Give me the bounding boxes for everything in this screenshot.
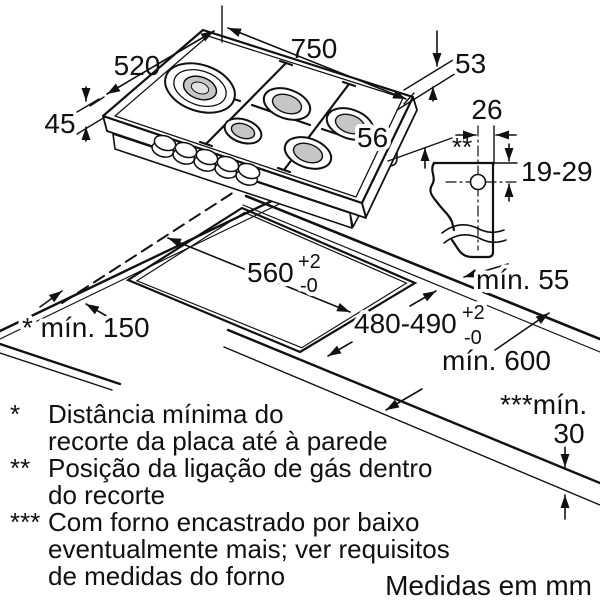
burner-front-middle bbox=[223, 117, 263, 145]
footnote-marker: ** bbox=[10, 453, 31, 483]
footnote-text: recorte da placa até à parede bbox=[48, 426, 388, 456]
footnote-text: Distância mínima do bbox=[48, 399, 284, 429]
footnote-marker bbox=[0, 563, 48, 590]
footnote-row: de medidas do forno bbox=[0, 563, 480, 590]
dim-line-600-lower bbox=[385, 388, 423, 411]
cutout-outline bbox=[125, 206, 418, 354]
worktop-back-edge bbox=[0, 184, 305, 333]
detail-break-line-2 bbox=[443, 234, 507, 244]
label-480-tol-minus: -0 bbox=[464, 327, 482, 349]
footnote-marker: *** bbox=[10, 507, 41, 537]
ext-line-56 bbox=[387, 137, 453, 162]
footnote-marker bbox=[0, 482, 48, 509]
label-560-tol-plus: +2 bbox=[298, 251, 321, 273]
label-480-tol-plus: +2 bbox=[462, 302, 485, 324]
label-min-150: * mín. 150 bbox=[22, 312, 150, 343]
label-min-30-value: 30 bbox=[553, 418, 584, 449]
footnote-row: recorte da placa até à parede bbox=[0, 428, 480, 455]
label-19-29: 19-29 bbox=[521, 156, 593, 187]
dim-line-480-upper bbox=[409, 290, 437, 307]
label-min-30-text: ***mín. bbox=[500, 389, 587, 420]
ext-line-520 bbox=[89, 96, 105, 107]
label-560-tol-minus: -0 bbox=[300, 275, 318, 297]
label-520: 520 bbox=[114, 50, 161, 81]
footnote-marker bbox=[0, 428, 48, 455]
label-min-600: mín. 600 bbox=[442, 345, 551, 376]
dim-line-520 bbox=[106, 30, 215, 95]
burner-back-right bbox=[325, 107, 375, 141]
footnote-text: Posição da ligação de gás dentro bbox=[48, 453, 433, 483]
footnote-row: eventualmente mais; ver requisitos bbox=[0, 536, 480, 563]
worktop-front-edge-lower bbox=[223, 346, 600, 506]
label-56: 56 bbox=[357, 122, 388, 153]
dim-line-600-upper bbox=[494, 312, 550, 351]
footnote-marker: * bbox=[10, 399, 21, 429]
ext-line-53-bottom bbox=[396, 69, 462, 111]
dim-line-750 bbox=[227, 27, 407, 100]
gas-connection-detail bbox=[429, 125, 518, 259]
footnote-text: Com forno encastrado por baixo bbox=[48, 507, 420, 537]
footnote-text: de medidas do forno bbox=[48, 561, 286, 591]
worktop-front-edge-left-lower bbox=[0, 352, 113, 391]
dim-arrow-150-a bbox=[39, 290, 63, 308]
gas-connection-hole bbox=[469, 173, 487, 191]
burner-front-right bbox=[283, 136, 333, 170]
dim-leader-55 bbox=[463, 263, 509, 278]
worktop-front-edge bbox=[226, 328, 600, 485]
detail-break-line-1 bbox=[441, 224, 505, 234]
footnote-marker bbox=[0, 536, 48, 563]
label-min-55: mín. 55 bbox=[476, 264, 569, 295]
ext-line-45-bottom bbox=[76, 116, 106, 135]
control-knobs bbox=[151, 134, 261, 186]
detail-profile-left-edge bbox=[429, 161, 456, 232]
label-45: 45 bbox=[44, 108, 75, 139]
dim-line-560 bbox=[167, 237, 351, 313]
ext-line-750 bbox=[403, 92, 415, 105]
dim-line-480-lower bbox=[327, 341, 353, 357]
footnote-row: *** Com forno encastrado por baixo bbox=[0, 509, 480, 536]
worktop-dimensions bbox=[39, 237, 570, 520]
dimension-labels: 520 45 750 53 56 26 ** 19-29 560 +2 -0 4… bbox=[18, 33, 593, 453]
worktop-right-back-edge-inner bbox=[242, 204, 600, 353]
label-53: 53 bbox=[455, 48, 486, 79]
label-26: 26 bbox=[471, 94, 502, 125]
footnote-text: do recorte bbox=[48, 480, 166, 510]
worktop-front-edge-left bbox=[0, 342, 122, 386]
footnote-legend: * Distância mínima do recorte da placa a… bbox=[0, 401, 480, 590]
wall-dashed-line bbox=[61, 182, 249, 304]
footnote-row: do recorte bbox=[0, 482, 480, 509]
ext-line-45-top bbox=[76, 98, 100, 113]
label-750: 750 bbox=[291, 33, 338, 64]
label-560: 560 bbox=[247, 257, 294, 288]
dim-arrow-150-b bbox=[85, 303, 111, 319]
ext-line-53-top bbox=[403, 51, 467, 91]
detail-profile-top bbox=[432, 161, 495, 259]
label-480-490: 480-490 bbox=[354, 308, 457, 339]
footnote-row: ** Posição da ligação de gás dentro bbox=[0, 455, 480, 482]
footnote-row: * Distância mínima do bbox=[0, 401, 480, 428]
units-note: Medidas em mm bbox=[385, 570, 592, 600]
footnote-text: eventualmente mais; ver requisitos bbox=[48, 534, 450, 564]
label-gas-marker: ** bbox=[452, 132, 472, 162]
hob-dimensions bbox=[76, 5, 467, 169]
